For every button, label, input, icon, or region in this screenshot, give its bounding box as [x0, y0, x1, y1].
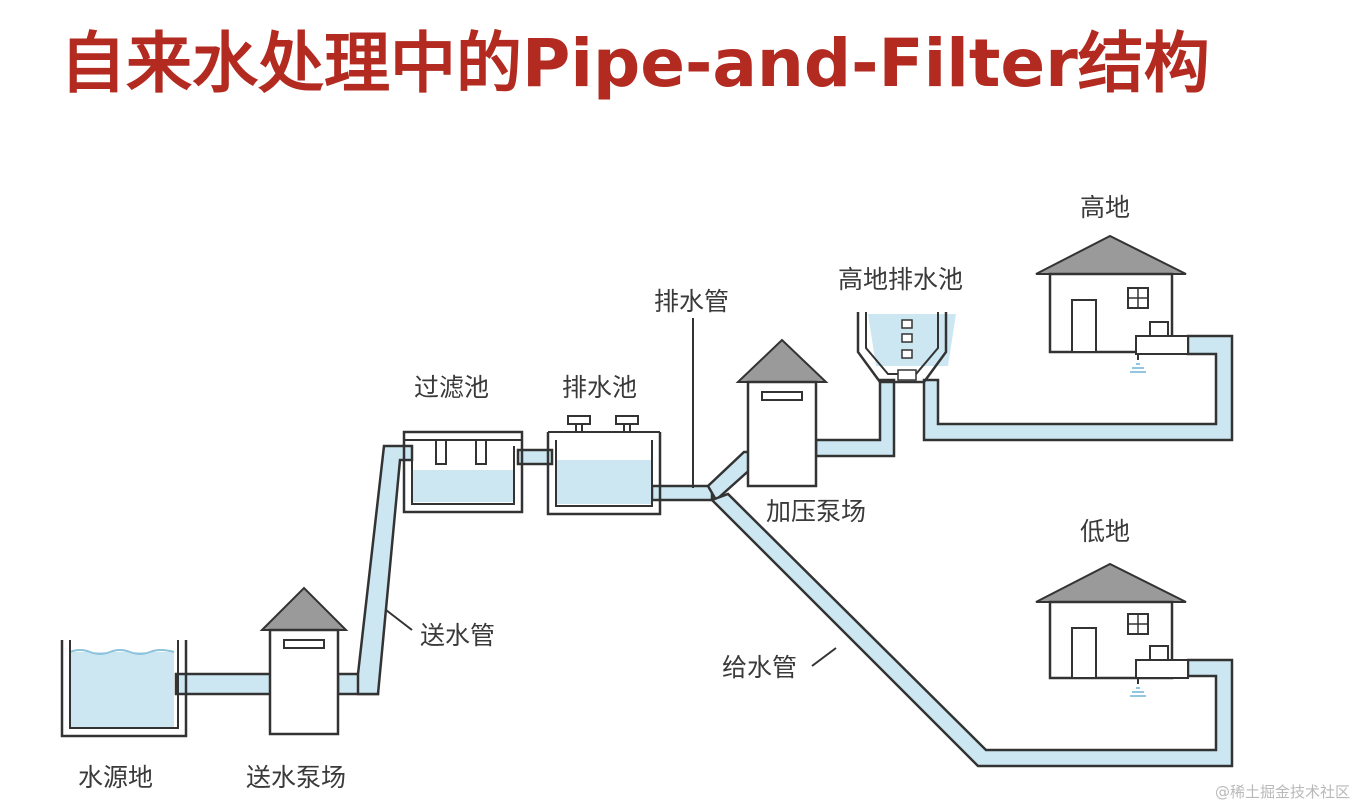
slide-title: 自来水处理中的Pipe-and-Filter结构	[60, 25, 1210, 102]
label-highland-tank: 高地排水池	[838, 265, 963, 294]
pipe-filter-to-drain	[516, 448, 554, 466]
label-drain-pipe: 排水管	[654, 287, 729, 316]
supply-pump-station	[259, 586, 349, 736]
highland-tank	[856, 312, 956, 384]
lowland-faucet	[1135, 659, 1189, 679]
label-drain-pond: 排水池	[562, 373, 637, 402]
label-supply-pipe: 送水管	[420, 621, 495, 650]
supply-pipe-leader	[385, 609, 413, 631]
source-pond	[60, 640, 188, 738]
booster-pump-station	[735, 338, 829, 488]
label-filter-pond: 过滤池	[414, 373, 489, 402]
drain-pond	[546, 415, 662, 516]
watermark: @稀土掘金技术社区	[1214, 783, 1350, 801]
pipe-source-to-pump	[174, 672, 274, 696]
label-source-pond: 水源地	[78, 763, 153, 792]
filter-pond	[402, 430, 524, 514]
highland-faucet	[1135, 335, 1189, 355]
pipe-booster-to-tank	[814, 378, 896, 458]
lowland-house	[1035, 562, 1189, 697]
feed-pipe-leader	[811, 647, 837, 667]
label-feed-pipe: 给水管	[722, 653, 797, 682]
highland-house	[1035, 234, 1189, 373]
label-supply-pump-station: 送水泵场	[246, 763, 346, 792]
label-lowland: 低地	[1080, 517, 1130, 546]
label-highland: 高地	[1080, 193, 1130, 222]
label-booster-pump-station: 加压泵场	[766, 497, 866, 526]
